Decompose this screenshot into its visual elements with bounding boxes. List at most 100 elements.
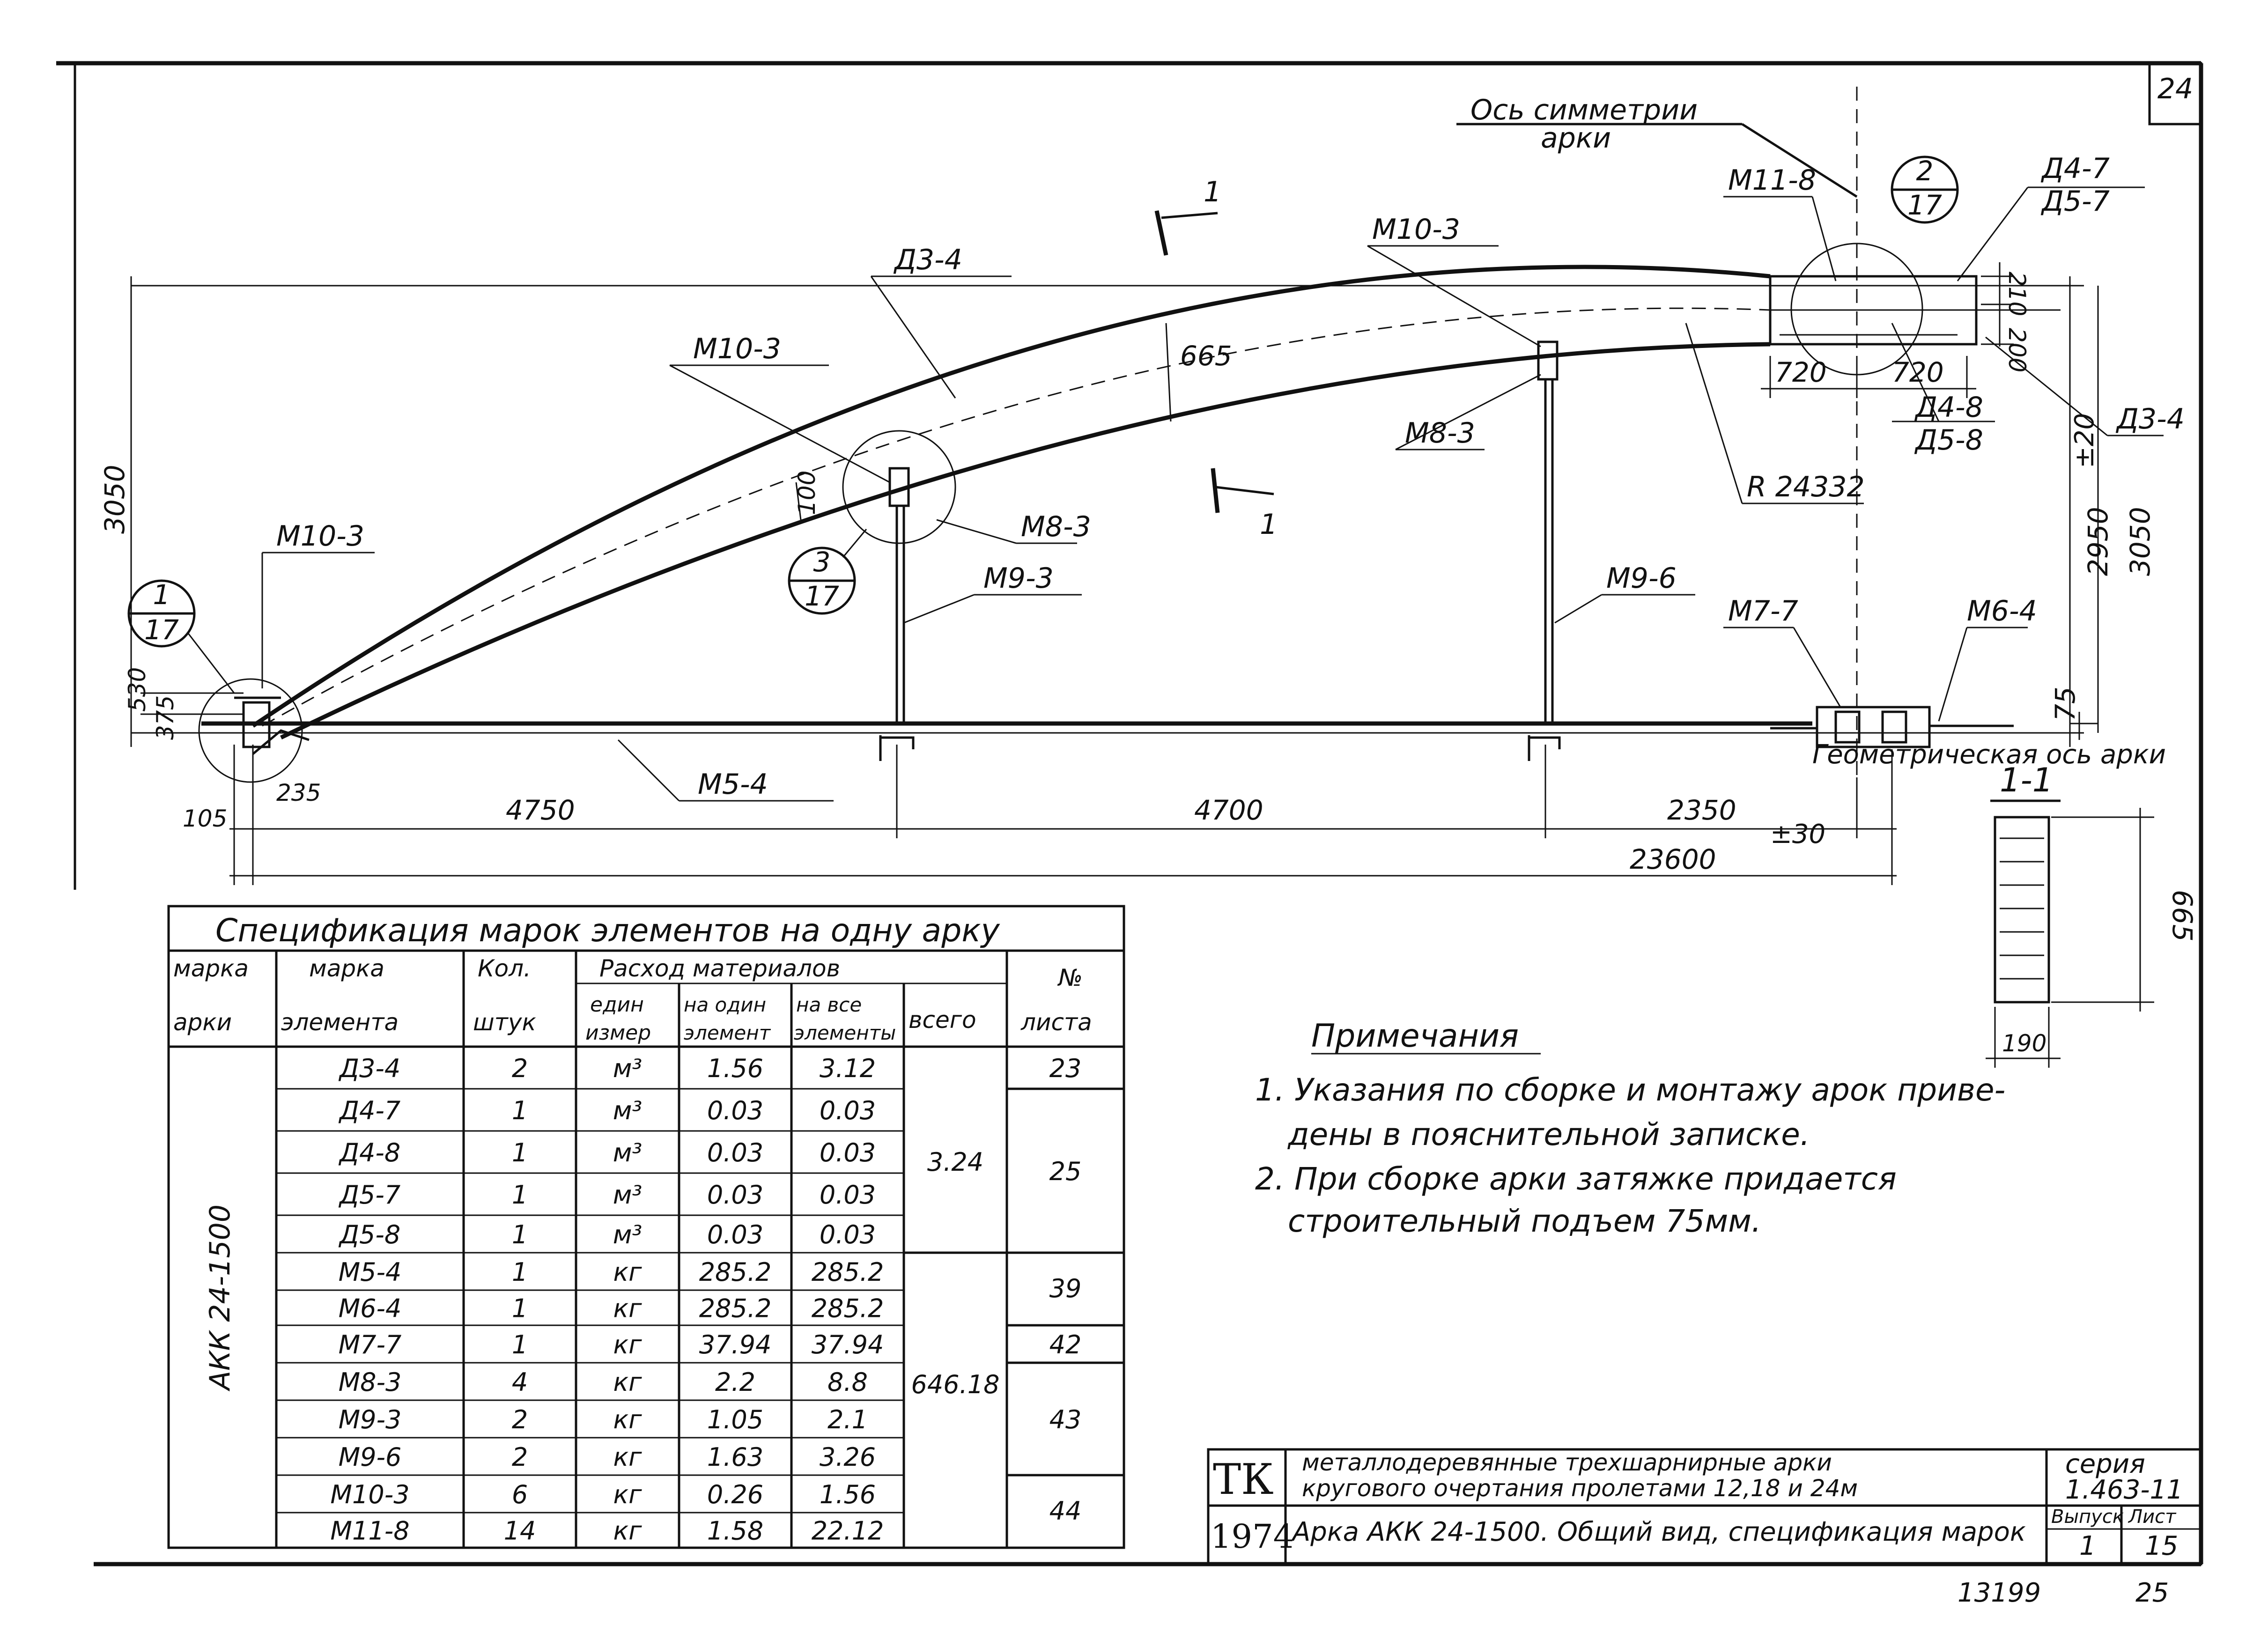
label-m10-3-right: М10-3	[1372, 213, 1460, 246]
hdr-per-one-1: на один	[684, 993, 766, 1016]
spec-cell-unit: м³	[613, 1138, 642, 1167]
dim-rise: 2950	[2082, 507, 2114, 576]
spec-cell-qty: 1	[512, 1330, 528, 1359]
note-line-4: строительный подъем 75мм.	[1288, 1203, 1761, 1239]
spec-cell-one: 2.2	[715, 1367, 755, 1397]
section-1-1-title: 1-1	[2000, 761, 2053, 799]
spec-cell-all: 0.03	[820, 1096, 876, 1125]
dim-sag: 75	[2049, 687, 2081, 721]
spec-cell-qty: 1	[512, 1138, 528, 1167]
total-metal: 646.18	[911, 1370, 1000, 1399]
spec-cell-all: 0.03	[820, 1138, 876, 1167]
callout-3	[788, 529, 867, 615]
dim-235: 235	[276, 779, 321, 806]
label-d4-8: Д4-8	[1914, 391, 1983, 424]
section-mark-top-label: 1	[1204, 176, 1221, 208]
dim-720-right: 720	[1892, 356, 1944, 388]
spec-cell-element: М8-3	[339, 1367, 402, 1397]
spec-cell-qty: 6	[512, 1480, 528, 1509]
label-m6-4: М6-4	[1967, 595, 2037, 628]
dim-2350: 2350	[1667, 794, 1736, 826]
spec-cell-unit: кг	[613, 1480, 643, 1509]
hdr-per-all-1: на все	[796, 993, 862, 1016]
series-label: серия	[2065, 1449, 2145, 1479]
label-m7-7: М7-7	[1728, 595, 1798, 628]
issue-label: Выпуск	[2051, 1506, 2124, 1528]
callout-2	[1891, 155, 1959, 224]
issue-value: 1	[2079, 1531, 2096, 1561]
footer-page: 25	[2135, 1578, 2169, 1608]
spec-cell-unit: кг	[613, 1294, 643, 1323]
spec-cell-all: 285.2	[812, 1294, 884, 1323]
spec-cell-unit: кг	[613, 1442, 643, 1472]
label-m11-8: М11-8	[1728, 164, 1816, 197]
spec-cell-qty: 2	[512, 1054, 528, 1083]
note-line-2: дены в пояснительной записке.	[1287, 1116, 1810, 1152]
dim-105: 105	[183, 805, 227, 832]
spec-cell-unit: кг	[613, 1257, 643, 1287]
spec-cell-qty: 1	[512, 1220, 528, 1249]
spec-cell-unit: кг	[613, 1516, 643, 1546]
dim-375: 375	[152, 695, 179, 740]
symmetry-axis-label: Ось симметрии	[1470, 94, 1698, 126]
hdr-arch-mark-1: марка	[173, 955, 249, 982]
sheet-ref-25: 25	[1049, 1157, 1082, 1186]
section-mark-top	[1154, 210, 1218, 256]
dim-right-height: 3050	[2124, 507, 2156, 576]
dim-total-tol: ±30	[1770, 819, 1825, 849]
arch-mark-value: АКК 24-1500	[204, 1204, 236, 1392]
label-d3-4-right: Д3-4	[2115, 403, 2185, 436]
section-height: 665	[2166, 890, 2198, 942]
hdr-arch-mark-2: арки	[173, 1009, 232, 1036]
hdr-sheet-1: №	[1057, 964, 1083, 991]
arch-curve	[251, 265, 2061, 740]
spec-cell-qty: 1	[512, 1096, 528, 1125]
spec-cell-element: Д5-8	[339, 1220, 400, 1249]
leader-lines	[261, 186, 2164, 802]
label-m8-3-right: М8-3	[1405, 417, 1475, 450]
spec-cell-unit: м³	[613, 1180, 642, 1210]
spec-cell-unit: кг	[613, 1367, 643, 1397]
title-tk: ТК	[1213, 1455, 1274, 1504]
spec-cell-unit: м³	[613, 1054, 642, 1083]
label-m5-4: М5-4	[698, 768, 768, 801]
spec-table-title: Спецификация марок элементов на одну арк…	[215, 912, 1000, 949]
label-m8-3-mid: М8-3	[1021, 510, 1091, 543]
spec-cell-one: 0.03	[707, 1096, 763, 1125]
spec-cell-one: 0.03	[707, 1220, 763, 1249]
spec-cell-qty: 1	[512, 1180, 528, 1210]
spec-cell-element: М10-3	[330, 1480, 409, 1509]
footer-doc-number: 13199	[1958, 1578, 2041, 1608]
dim-4750: 4750	[506, 794, 575, 826]
spec-cell-qty: 2	[512, 1442, 528, 1472]
label-radius: R 24332	[1747, 471, 1865, 503]
hdr-qty-2: штук	[473, 1009, 536, 1036]
spec-cell-qty: 4	[512, 1367, 528, 1397]
callout-3-top: 3	[813, 546, 831, 578]
sheet-ref-39: 39	[1049, 1274, 1082, 1303]
dim-720-left: 720	[1775, 356, 1827, 388]
dim-530: 530	[124, 667, 151, 712]
page-label: Лист	[2128, 1506, 2177, 1528]
sheet-ref-44: 44	[1049, 1496, 1082, 1526]
spec-cell-one: 0.03	[707, 1180, 763, 1210]
spec-cell-one: 37.94	[699, 1330, 772, 1359]
callout-1-top: 1	[153, 579, 170, 611]
hdr-qty-1: Кол.	[478, 955, 531, 982]
spec-cell-unit: кг	[613, 1405, 643, 1434]
series-value: 1.463-11	[2065, 1475, 2183, 1505]
section-mark-bottom	[1211, 468, 1274, 513]
hdr-sheet-2: листа	[1020, 1009, 1092, 1036]
spec-table-grid	[167, 905, 1125, 1549]
spec-cell-all: 3.26	[820, 1442, 876, 1472]
spec-cell-all: 0.03	[820, 1180, 876, 1210]
bottom-dimensions	[140, 262, 2014, 885]
callout-1	[127, 579, 235, 694]
sheet-ref-43: 43	[1049, 1405, 1082, 1434]
spec-cell-all: 8.8	[827, 1367, 868, 1397]
page-value: 15	[2145, 1531, 2178, 1561]
spec-cell-one: 1.56	[707, 1054, 763, 1083]
hdr-element-mark-1: марка	[309, 955, 384, 982]
callout-1-bottom: 17	[144, 614, 179, 646]
note-line-3: 2. При сборке арки затяжке придается	[1255, 1161, 1897, 1197]
